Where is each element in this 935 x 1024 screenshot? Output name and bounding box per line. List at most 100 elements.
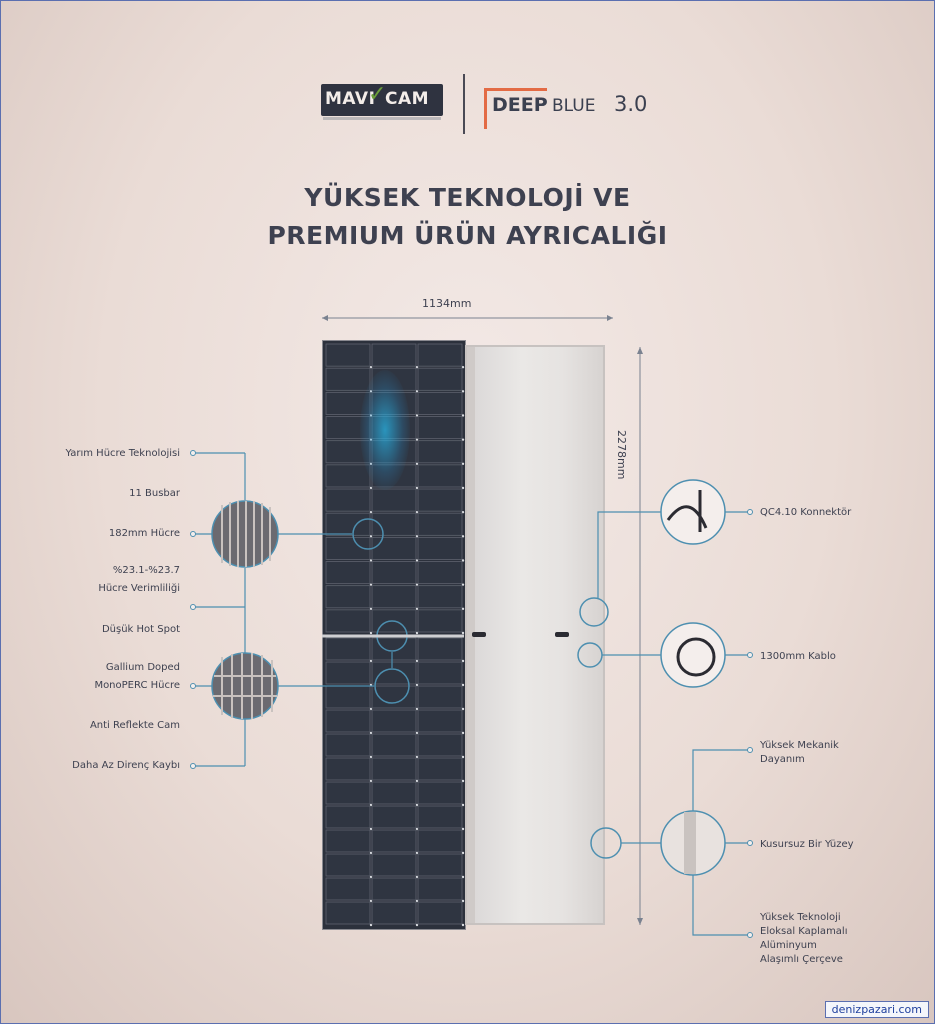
page-title-line2: PREMIUM ÜRÜN AYRICALIĞI [267,221,668,250]
feature-frame-line4: Alaşımlı Çerçeve [760,954,843,965]
cell-junction-dot [461,827,465,831]
width-arrow-left [322,315,328,321]
solar-cell [371,901,417,925]
solar-cell [371,561,417,585]
endpoint-dot [190,763,196,769]
solar-cell [417,853,463,877]
connector-line [692,749,748,811]
solar-cell [417,709,463,733]
panel-width-label: 1134mm [422,297,472,310]
cell-junction-dot [461,365,465,369]
height-arrow-bottom [637,918,643,925]
solar-cell [417,488,463,512]
endpoint-dot [747,747,753,753]
deep-blue-logo-word-blue: BLUE [552,96,596,116]
feature-frame-line2: Eloksal Kaplamalı [760,926,848,937]
junction-box-dash [472,632,486,637]
cell-junction-dot [461,559,465,562]
solar-cell [371,709,417,733]
solar-cell [325,757,371,781]
solar-cell [371,781,417,805]
deep-blue-frame-icon [484,88,547,129]
cell-junction-dot [369,899,373,903]
deep-blue-logo: DEEP BLUE 3.0 [484,88,664,129]
solar-cell [371,829,417,853]
endpoint-dot [190,450,196,456]
solar-cell [371,733,417,757]
solar-cell [417,829,463,853]
cell-magnifier-grid [213,653,277,719]
solar-cell [371,877,417,901]
feature-efficiency-value: %23.1-%23.7 [112,565,180,576]
solar-cell [325,637,371,661]
solar-cell [417,733,463,757]
cell-junction-dot [415,851,419,855]
cell-junction-dot [369,365,373,369]
cell-junction-dot [415,438,419,441]
cell-junction-dot [461,683,465,687]
solar-cell [371,585,417,609]
cell-junction-dot [461,731,465,735]
cell-magnifier-stripes [221,501,271,567]
endpoint-dot [190,604,196,610]
mavi-cam-logo-word-cam: CAM [385,89,430,109]
solar-cell [417,464,463,488]
solar-cell [325,343,371,367]
solar-cell [325,877,371,901]
solar-cell [371,343,417,367]
endpoint-dot [747,509,753,515]
solar-cell [325,585,371,609]
height-arrow-top [637,347,643,354]
cable-callout-ring [577,642,603,668]
connector-line [597,511,661,598]
cell-junction-dot [461,779,465,783]
feature-surface: Kusursuz Bir Yüzey [760,839,854,850]
solar-cell [417,585,463,609]
solar-cell [325,901,371,925]
solar-cell [371,661,417,685]
monoperc-callout-ring [374,668,410,704]
cell-callout-ring [352,518,384,550]
cell-junction-dot [461,631,465,635]
cell-junction-dot [415,899,419,903]
solar-cell [417,343,463,367]
cell-junction-dot [461,462,465,466]
connector-line [692,875,748,936]
solar-cell [325,488,371,512]
endpoint-dot [747,932,753,938]
feature-busbar: 11 Busbar [129,488,180,499]
frame-profile-icon [684,812,696,874]
cell-junction-dot [369,875,373,879]
solar-cell [417,757,463,781]
feature-connector: QC4.10 Konnektör [760,507,852,518]
solar-cell [325,709,371,733]
feature-mechanical-line2: Dayanım [760,754,805,765]
solar-cell [325,561,371,585]
cell-junction-dot [461,923,465,927]
solar-cell [417,440,463,464]
cell-junction-dot [369,923,373,927]
solar-cell [417,901,463,925]
cell-junction-dot [369,559,373,562]
mavi-cam-logo-tagline-strip [323,117,441,120]
connector-icon [666,505,708,529]
feature-low-hotspot: Düşük Hot Spot [101,624,180,635]
cell-junction-dot [369,851,373,855]
solar-panel-back [465,345,605,925]
feature-cable: 1300mm Kablo [760,651,836,662]
logo-divider [463,74,465,134]
solar-cell [417,609,463,633]
site-credit[interactable]: denizpazari.com [824,1001,929,1018]
solar-cell [371,488,417,512]
cable-magnifier [660,622,726,688]
solar-cell [417,781,463,805]
junction-box-dash [555,632,569,637]
panel-back-frame-edge [467,347,475,923]
solar-cell-grid [325,343,465,927]
endpoint-dot [747,652,753,658]
solar-cell [417,877,463,901]
cell-junction-dot [461,438,465,441]
solar-cell [325,733,371,757]
solar-cell [417,561,463,585]
cell-junction-dot [415,875,419,879]
